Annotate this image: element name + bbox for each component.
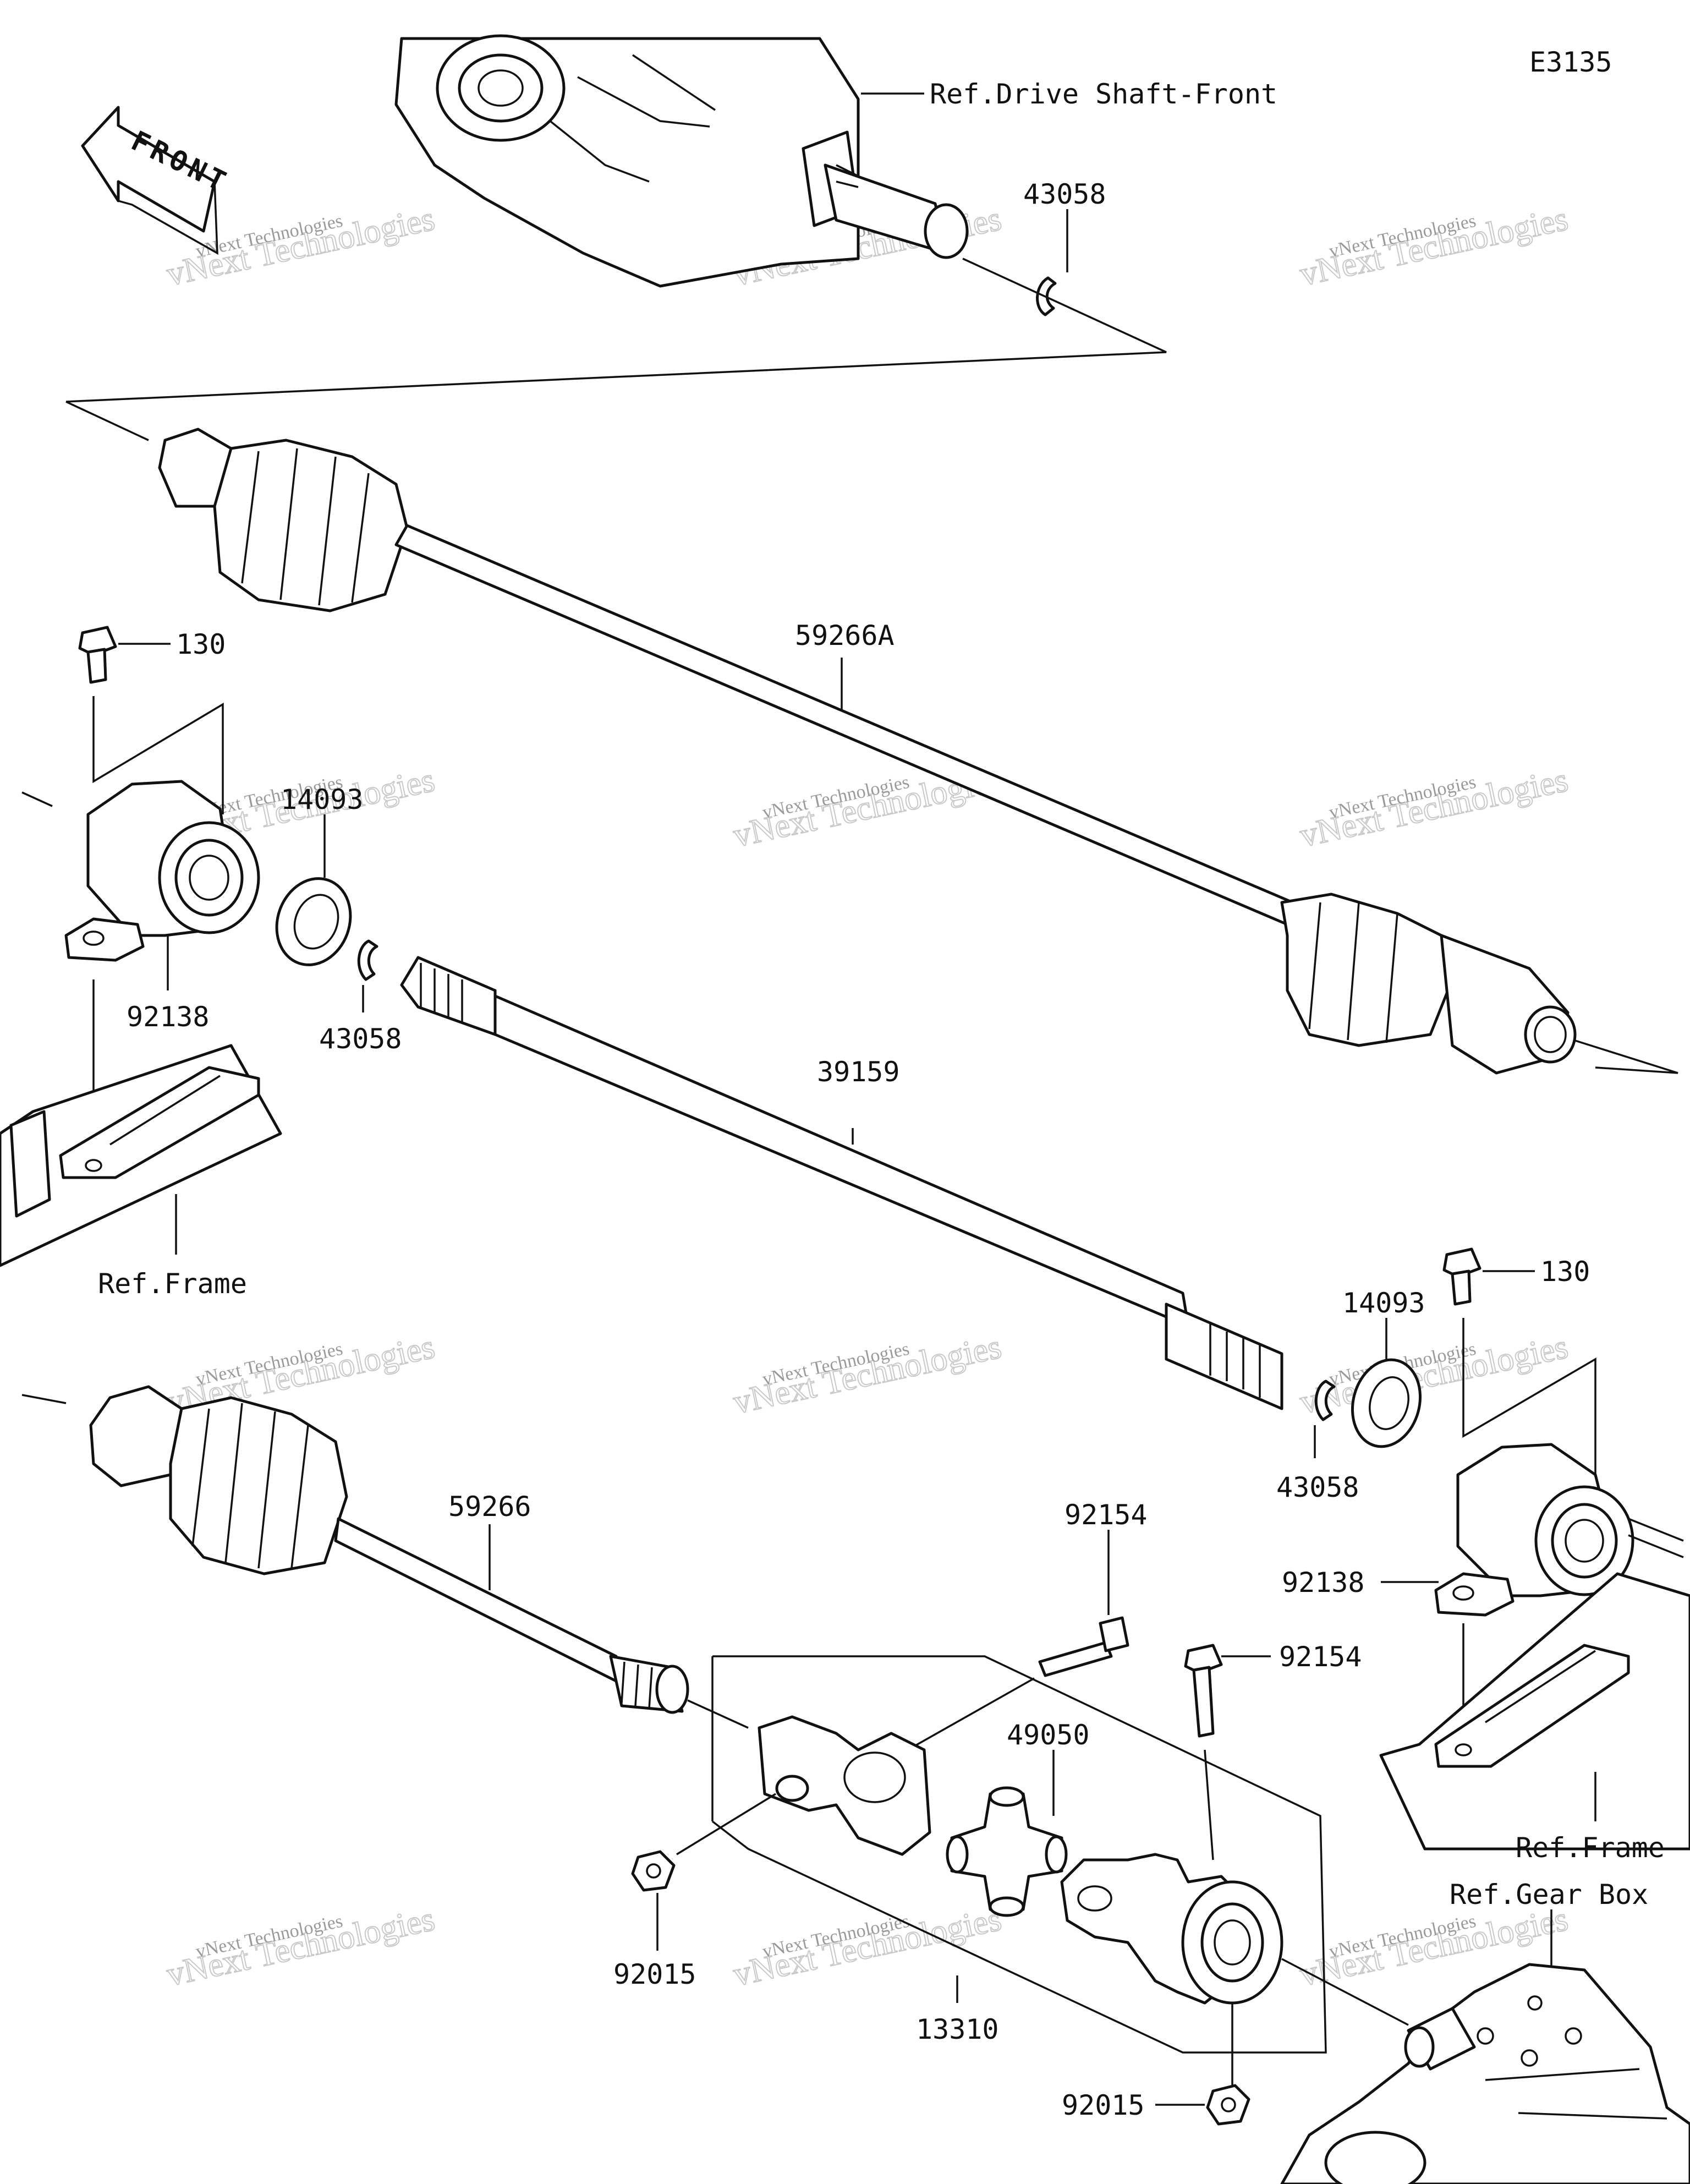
part-label-59266a: 59266A <box>795 620 895 652</box>
part-label-130-right: 130 <box>1540 1256 1590 1288</box>
part-label-14093-right: 14093 <box>1342 1287 1425 1319</box>
projection-line <box>1281 1958 1409 2026</box>
part-label-92154-a: 92154 <box>1065 1499 1148 1531</box>
part-label-92138-left: 92138 <box>127 1001 210 1033</box>
projection-line <box>92 696 224 814</box>
part-label-130-left: 130 <box>176 628 226 660</box>
seal-14093-right <box>1351 1358 1422 1448</box>
projection-line <box>21 791 53 807</box>
circlip-43058-right <box>1314 1380 1336 1421</box>
projection-line <box>907 1677 1035 1751</box>
shaft-39159 <box>400 956 1283 1410</box>
part-label-59266: 59266 <box>448 1491 531 1523</box>
part-label-92015-bottom: 92015 <box>1062 2089 1145 2121</box>
ref-frame-left-label: Ref.Frame <box>98 1268 247 1300</box>
bracket-92138-left <box>64 780 260 962</box>
projection-line <box>687 1699 749 1729</box>
circlip-43058-left <box>357 939 378 981</box>
projection-line <box>1628 1518 1684 1558</box>
bolt-92154-a-icon <box>1038 1616 1129 1677</box>
frame-right-reference <box>1379 1572 1690 1851</box>
frame-left-reference <box>0 1044 282 1267</box>
nut-92015-bottom-icon <box>1206 2084 1250 2126</box>
bolt-130-right-icon <box>1442 1247 1482 1306</box>
drive-shaft-59266a <box>158 428 1577 1075</box>
part-label-43058: 43058 <box>1023 178 1106 210</box>
ref-gear-box-label: Ref.Gear Box <box>1450 1879 1648 1911</box>
projection-line <box>1573 1039 1678 1074</box>
yoke-right <box>1060 1853 1283 2005</box>
part-label-14093-left: 14093 <box>281 784 364 815</box>
part-label-39159: 39159 <box>817 1056 900 1088</box>
bracket-92138-right <box>1434 1443 1634 1617</box>
part-label-92138-right: 92138 <box>1282 1567 1365 1599</box>
projection-line <box>1204 1749 1214 1860</box>
nut-92015-left-icon <box>631 1850 676 1892</box>
gear-box-reference <box>1280 1963 1690 2184</box>
bolt-92154-b-icon <box>1184 1644 1223 1738</box>
spider-49050 <box>946 1786 1068 1917</box>
assembly-bracket-13310 <box>711 1655 1327 2054</box>
front-arrow-icon: FRONT <box>81 106 234 255</box>
bolt-130-left-icon <box>78 626 117 684</box>
part-label-92154-b: 92154 <box>1279 1641 1362 1673</box>
ref-drive-shaft-front-label: Ref.Drive Shaft-Front <box>930 78 1277 110</box>
part-label-13310: 13310 <box>916 2013 999 2045</box>
part-label-43058-right: 43058 <box>1276 1471 1359 1503</box>
projection-line <box>21 1394 67 1404</box>
ref-frame-right-label: Ref.Frame <box>1516 1832 1665 1864</box>
front-differential-reference <box>394 34 969 288</box>
part-label-43058-left: 43058 <box>319 1023 402 1055</box>
part-label-49050: 49050 <box>1007 1719 1090 1751</box>
drive-shaft-59266 <box>89 1385 689 1714</box>
yoke-left <box>758 1715 931 1856</box>
projection-line <box>65 401 149 441</box>
part-label-92015-left: 92015 <box>613 1958 696 1990</box>
seal-14093-left <box>275 877 352 966</box>
diagram-code: E3135 <box>1529 46 1612 78</box>
projection-line <box>1462 1318 1596 1475</box>
projection-line <box>65 258 1167 403</box>
projection-line <box>676 1793 776 1855</box>
